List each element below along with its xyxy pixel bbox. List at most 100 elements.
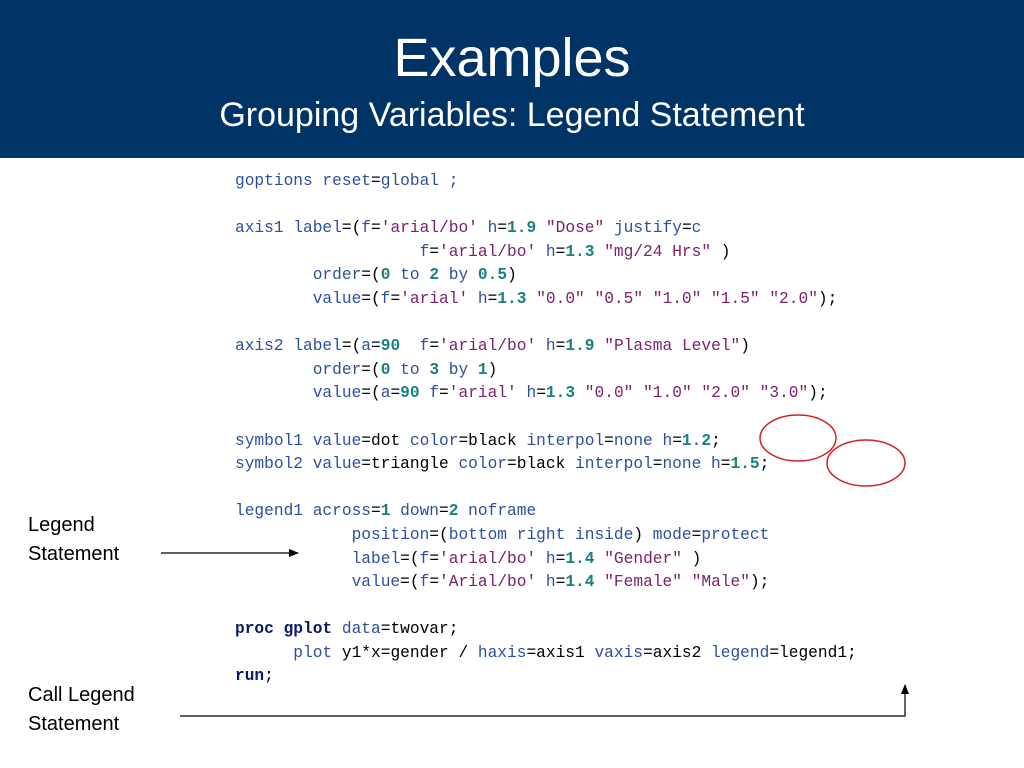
code-token: =(	[341, 219, 362, 238]
code-token: =(	[400, 549, 420, 568]
code-line: position=(bottom right inside) mode=prot…	[235, 524, 857, 548]
code-token: 0	[380, 360, 391, 379]
code-line: value=(f='arial' h=1.3 "0.0" "0.5" "1.0"…	[235, 288, 857, 312]
code-token: =black	[458, 431, 527, 450]
code-token: =	[390, 289, 401, 308]
code-line: value=(a=90 f='arial' h=1.3 "0.0" "1.0" …	[235, 382, 857, 406]
code-line: symbol1 value=dot color=black interpol=n…	[235, 430, 857, 454]
legend-label-line2: Statement	[28, 543, 120, 565]
code-token: =	[371, 337, 381, 356]
code-token: 1.9	[565, 337, 595, 356]
code-token: goptions reset	[235, 172, 371, 190]
code-token: symbol2 value	[235, 455, 362, 474]
code-token: by	[448, 266, 469, 285]
code-line: legend1 across=1 down=2 noframe	[235, 500, 857, 524]
code-token: )	[740, 337, 750, 356]
code-token: 1.4	[565, 549, 595, 568]
code-token: symbol1 value	[235, 431, 362, 450]
code-token: "Plasma Level"	[604, 337, 741, 356]
code-token: =axis2	[643, 643, 712, 662]
code-token: to	[400, 360, 420, 379]
code-token: 1.3	[565, 242, 595, 261]
code-token: h	[662, 431, 673, 450]
code-token: ;	[759, 455, 770, 474]
code-token: =	[371, 219, 381, 238]
code-token: =	[429, 549, 440, 568]
code-line: goptions reset=global ;	[235, 170, 857, 194]
sas-code-block: goptions reset=global ; axis1 label=(f='…	[235, 170, 857, 689]
code-token: 1.3	[497, 289, 527, 308]
code-token: "mg/24 Hrs"	[604, 242, 712, 261]
code-token: "0.0" "0.5" "1.0" "1.5" "2.0"	[536, 289, 818, 308]
code-token: color	[409, 431, 459, 450]
code-token: axis1 label	[235, 219, 342, 238]
code-token: )	[633, 525, 653, 544]
code-token: =	[720, 455, 731, 474]
code-token: =legend1;	[769, 643, 857, 662]
code-token: f	[380, 289, 391, 308]
code-token: =(	[361, 266, 381, 285]
code-token: =(	[361, 360, 381, 379]
code-token: order	[312, 266, 362, 285]
call-legend-arrow	[180, 684, 909, 717]
call-legend-statement-label: Call Legend Statement	[28, 681, 135, 739]
code-token: 90	[380, 337, 401, 356]
code-token: 'arial/bo'	[380, 219, 478, 238]
code-token: =	[429, 337, 440, 356]
code-line: axis1 label=(f='arial/bo' h=1.9 "Dose" j…	[235, 217, 857, 241]
code-token: =dot	[361, 431, 410, 450]
code-token: =twovar;	[380, 620, 459, 639]
code-token: =	[555, 549, 566, 568]
code-token: order	[312, 360, 362, 379]
code-token: 90	[400, 384, 420, 403]
code-token: =	[487, 289, 498, 308]
legend-label-line1: Legend	[28, 514, 95, 536]
code-line: proc gplot data=twovar;	[235, 618, 857, 642]
code-token: h	[545, 337, 556, 356]
code-token: global ;	[380, 172, 459, 190]
code-token: =	[652, 455, 663, 474]
code-token: =	[681, 219, 692, 238]
code-line: axis2 label=(a=90 f='arial/bo' h=1.9 "Pl…	[235, 335, 857, 359]
code-token: f	[419, 242, 430, 261]
code-token: color	[458, 455, 508, 474]
code-token: 1.3	[545, 384, 576, 403]
code-token: y1*x=gender /	[332, 643, 478, 662]
code-line: symbol2 value=triangle color=black inter…	[235, 453, 857, 477]
code-token: 1.5	[730, 455, 760, 474]
code-token: 1.4	[565, 573, 595, 592]
code-line: label=(f='arial/bo' h=1.4 "Gender" )	[235, 548, 857, 572]
code-token: a	[380, 384, 391, 403]
code-token: label	[351, 549, 401, 568]
code-token: 2	[448, 502, 459, 521]
code-line: order=(0 to 3 by 1)	[235, 359, 857, 383]
code-token: =black	[507, 455, 576, 474]
code-token: =	[604, 431, 614, 450]
code-token: legend1 across	[235, 502, 371, 521]
code-token: 1	[477, 360, 488, 379]
code-token: "Gender"	[604, 549, 682, 568]
code-token: =	[439, 384, 449, 403]
slide-title: Examples	[393, 28, 631, 88]
code-token: haxis	[477, 643, 527, 662]
code-token: by	[448, 360, 469, 379]
code-token: =(	[400, 573, 420, 592]
code-token: )	[711, 242, 731, 261]
code-token: 'arial/bo'	[439, 337, 537, 356]
code-token: interpol	[575, 455, 653, 474]
code-line: f='arial/bo' h=1.3 "mg/24 Hrs" )	[235, 241, 857, 265]
code-token: h	[545, 549, 556, 568]
code-token: =	[371, 502, 381, 521]
code-token: =	[555, 242, 566, 261]
code-token: )	[681, 549, 702, 568]
code-token: h	[477, 289, 488, 308]
code-token: 3	[429, 360, 440, 379]
code-token: proc gplot	[235, 620, 333, 639]
code-token: "Dose"	[545, 219, 605, 238]
code-token: justify	[613, 219, 682, 238]
code-token: c	[691, 219, 702, 238]
code-token: )	[507, 266, 517, 285]
code-token: 1.2	[681, 431, 712, 450]
code-token: noframe	[468, 502, 537, 521]
code-token: f	[361, 219, 372, 238]
